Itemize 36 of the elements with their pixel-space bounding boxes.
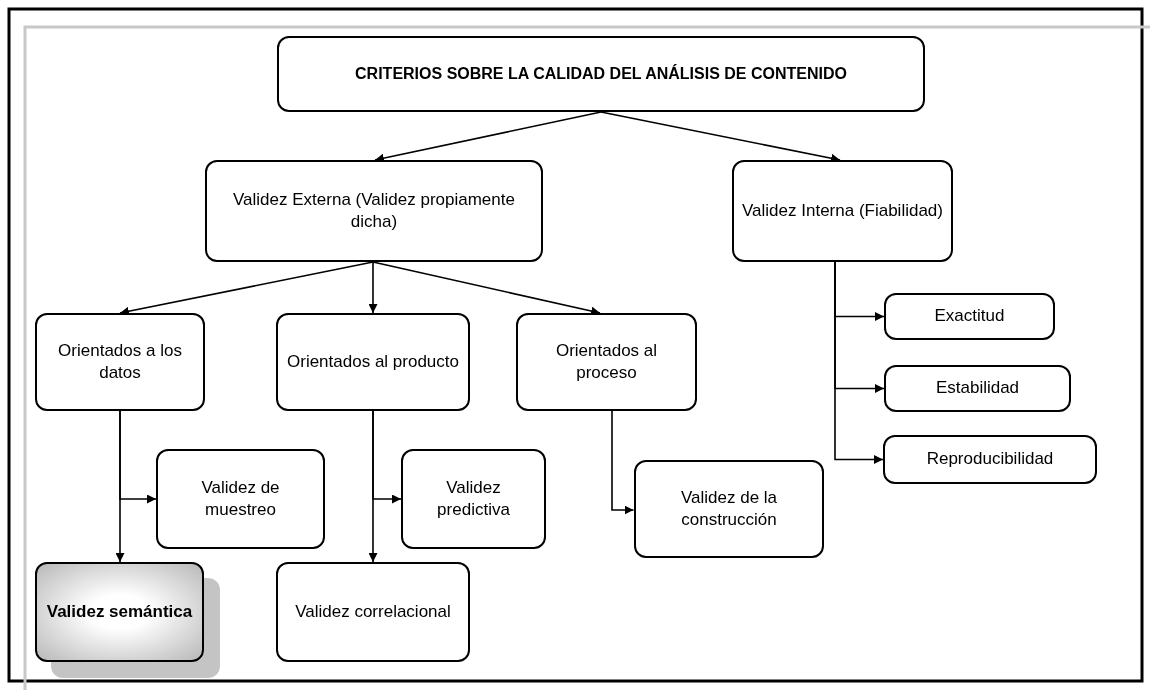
arrow [372,261,601,316]
arrow [374,111,602,163]
rounded-box [156,449,325,549]
rounded-box [516,313,697,411]
box-label: Orientados al proceso [554,339,659,384]
rounded-box [276,562,470,662]
box-label: Exactitud [934,305,1005,328]
box-label: Validez semántica [46,600,193,623]
box-label: Validez predictiva [436,476,511,521]
box-label: Estabilidad [935,377,1020,400]
box-label: Validez de la construcción [679,486,779,531]
arrow [611,410,635,515]
rounded-box [277,36,925,112]
arrow [834,261,884,464]
rounded-box [35,313,205,411]
rounded-box [276,313,470,411]
arrow [119,261,374,316]
box-label: Reproducibilidad [926,448,1054,471]
box-label: Orientados a los datos [57,339,183,384]
rounded-box [883,435,1097,484]
arrow [115,410,125,563]
arrow [368,261,378,314]
arrow [368,410,378,563]
arrow [600,111,841,163]
box-label: CRITERIOS SOBRE LA CALIDAD DEL ANÁLISIS DE CONTENIDO [355,63,847,84]
rounded-box [205,160,543,262]
box-label: Validez Interna (Fiabilidad) [742,199,943,222]
box-label: Validez Externa (Validez propiamente dicha) [232,188,516,233]
rounded-box [884,365,1071,412]
rounded-box [732,160,953,262]
rounded-box [884,293,1055,340]
rounded-box [401,449,546,549]
box-label: Validez correlacional [295,600,451,623]
box-label: Validez de muestreo [200,476,281,521]
rounded-box [634,460,824,558]
box-label: Orientados al producto [287,350,459,373]
